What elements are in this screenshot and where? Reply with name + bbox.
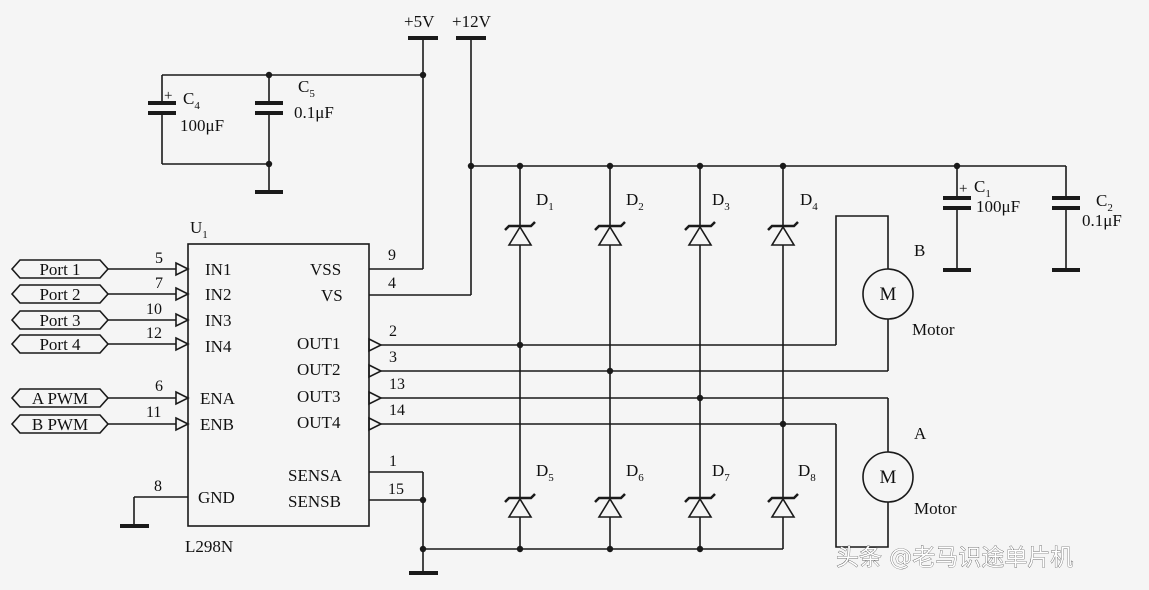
pin-in2: IN2 [205,285,231,304]
c1-value: 100μF [976,197,1020,216]
chip-ref: U1 [190,218,208,241]
pin-ena: ENA [200,389,236,408]
pin-num-2: 2 [389,323,397,340]
supply-12v: +12V [452,12,492,295]
port-a-pwm: A PWM 6 [10,378,190,408]
pin-num-9: 9 [388,247,396,264]
d5-label: D5 [536,461,554,484]
pin-in3: IN3 [205,311,231,330]
pin-gnd: GND [198,488,235,507]
out3-wire: 13 [368,376,889,452]
pin-num-4: 4 [388,275,396,292]
pin-num-15: 15 [388,481,404,498]
motor-a-letter: A [914,424,927,443]
pin-in1: IN1 [205,260,231,279]
diode-d4: D4 [767,190,818,246]
watermark: 头条 @老马识途单片机 [836,545,1073,571]
out2-wire: 3 [368,319,889,379]
diode-d6: D6 [594,461,644,518]
c1-plus: + [959,181,967,197]
d2-label: D2 [626,190,644,213]
supply-5v-label: +5V [404,12,435,31]
vs-wire: 4 [369,275,471,296]
port-b-pwm-label: B PWM [32,415,88,434]
out1-wire: 2 [368,215,889,353]
c5-value: 0.1μF [294,103,334,122]
pin-num-6: 6 [155,378,163,395]
c1-name: C1 [974,177,991,200]
port-a-pwm-label: A PWM [32,389,88,408]
motor-a-label: Motor [914,499,957,518]
motor-b-label: Motor [912,320,955,339]
d4-label: D4 [800,190,818,213]
pin-enb: ENB [200,415,234,434]
port-3-label: Port 3 [39,311,80,330]
diode-columns [519,166,784,549]
d3-label: D3 [712,190,730,213]
supply-12v-label: +12V [452,12,492,31]
diode-d8: D8 [767,461,816,518]
port-1: Port 1 5 [10,250,190,279]
motor-b-symbol: M [880,284,897,305]
d1-label: D1 [536,190,554,213]
pin-out4: OUT4 [297,413,341,432]
pin-num-12: 12 [146,325,162,342]
c4-value: 100μF [180,116,224,135]
c5-name: C5 [298,77,315,100]
cap-c1: + C1 100μF [943,166,1020,272]
pin-in4: IN4 [205,337,232,356]
chip-gnd: 8 [120,478,188,528]
pin-out3: OUT3 [297,387,340,406]
pin-num-5: 5 [155,250,163,267]
chip-l298n: U1 L298N IN1 IN2 IN3 IN4 ENA ENB GND VSS… [185,218,370,556]
out4-wire: 14 [368,402,889,548]
diode-d3: D3 [684,190,730,246]
d7-label: D7 [712,461,730,484]
diode-d7: D7 [684,461,730,518]
port-1-label: Port 1 [39,260,80,279]
c4-plus: + [164,88,172,104]
c4-name: C4 [183,89,200,112]
diode-d2: D2 [594,190,644,246]
sense-wires: 1 15 [369,453,783,575]
pin-num-14: 14 [389,402,405,419]
pin-num-8: 8 [154,478,162,495]
vss-wire: 9 [369,247,423,270]
port-4-label: Port 4 [39,335,81,354]
supply-5v: +5V [404,12,438,269]
motor-a: M A Motor [862,424,957,518]
pin-vs: VS [321,286,343,305]
pin-sensa: SENSA [288,466,343,485]
pin-num-10: 10 [146,301,162,318]
pin-num-3: 3 [389,349,397,366]
pin-sensb: SENSB [288,492,341,511]
chip-part: L298N [185,537,233,556]
cap-c5: C5 0.1μF [255,75,334,194]
cap-c4: + C4 100μF [148,74,423,165]
port-2: Port 2 7 [10,275,190,304]
c2-value: 0.1μF [1082,211,1122,230]
pin-num-1: 1 [389,453,397,470]
cap-c2: C2 0.1μF [1052,166,1122,272]
pin-num-11: 11 [146,404,161,421]
pin-num-7: 7 [155,275,163,292]
c2-name: C2 [1096,191,1113,214]
pin-num-13: 13 [389,376,405,393]
pin-vss: VSS [310,260,341,279]
diode-d1: D1 [504,190,554,246]
d6-label: D6 [626,461,644,484]
pin-out1: OUT1 [297,334,340,353]
port-3: Port 3 10 [10,301,190,330]
diode-d5: D5 [504,461,554,518]
d8-label: D8 [798,461,816,484]
motor-b: M B Motor [862,241,955,339]
motor-a-symbol: M [880,467,897,488]
pin-out2: OUT2 [297,360,340,379]
port-b-pwm: B PWM 11 [10,404,190,434]
port-4: Port 4 12 [10,325,190,354]
port-2-label: Port 2 [39,285,80,304]
motor-b-letter: B [914,241,925,260]
